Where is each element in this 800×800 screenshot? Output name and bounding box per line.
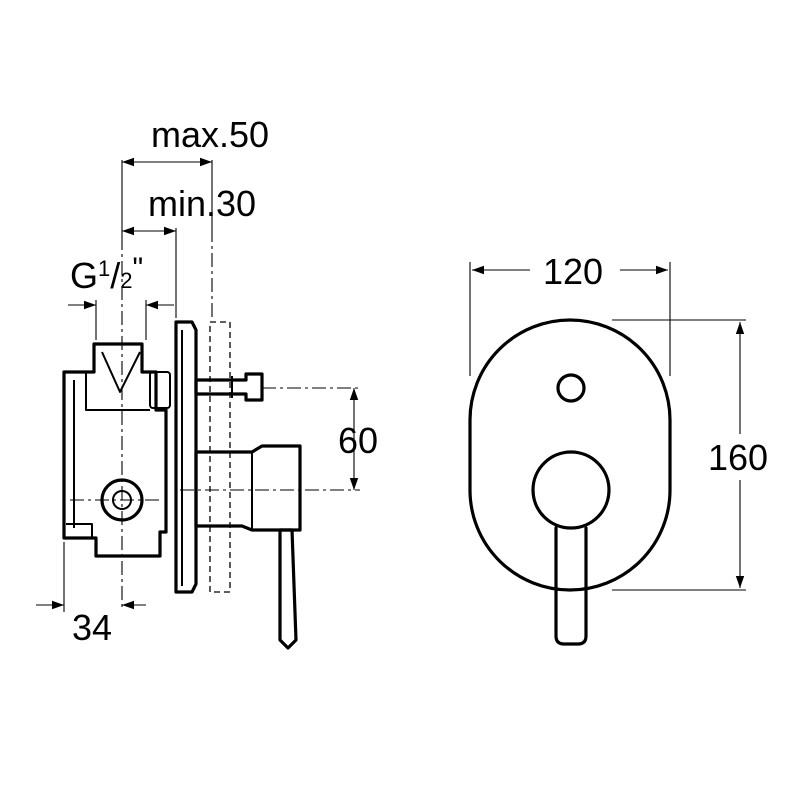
dim-label-min: min.30: [148, 183, 256, 224]
thread-main: G: [70, 255, 98, 296]
lever: [278, 528, 298, 650]
thread-denominator: 2: [120, 268, 132, 293]
valve-body: [62, 342, 168, 558]
thread-unit: ": [133, 252, 144, 285]
front-lever: [554, 526, 588, 646]
dim-label-34: 34: [72, 607, 112, 648]
dim-label-60: 60: [338, 420, 378, 461]
dim-label-120: 120: [543, 251, 603, 292]
side-view: max.50 min.30 G1/2" 60 34: [36, 114, 378, 650]
spindle: [194, 372, 264, 402]
thread-label: G1/2": [70, 252, 143, 296]
dim-label-160: 160: [708, 437, 768, 478]
handle-body: [194, 444, 302, 532]
handle-hub: [531, 450, 611, 530]
dim-label-max: max.50: [151, 114, 269, 155]
mounting-plate: [174, 320, 198, 594]
thread-slash: /: [110, 255, 120, 296]
body-nut: [149, 371, 171, 409]
valve-body-inner: [66, 351, 150, 538]
cover-plate: [468, 318, 672, 592]
diverter-knob: [556, 373, 586, 403]
wall-outline-hidden: [209, 321, 231, 593]
front-view: 120 160: [468, 251, 768, 646]
thread-numerator: 1: [98, 256, 110, 281]
